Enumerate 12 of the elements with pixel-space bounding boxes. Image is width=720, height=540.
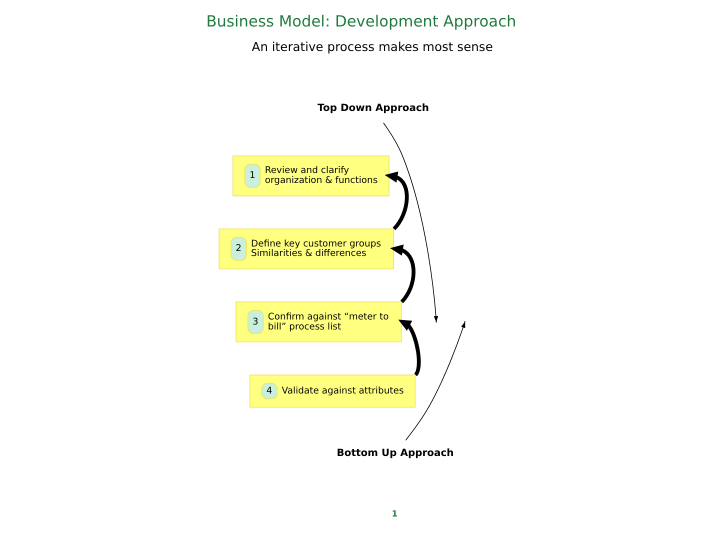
arrow [398,320,421,376]
node-box: 4 Validate against attributes [249,374,416,408]
label: Top Down Approach [318,102,430,114]
arrow [384,172,409,230]
label: 1 [392,508,398,518]
node-box: 2 Define key customer groups Similarities & differences [218,228,394,270]
label: An iterative process makes most sense [252,40,493,54]
diagram-title: Business Model: Development Approach [206,12,516,31]
arrow [390,244,416,304]
node-box: 1 Review and clarify organization & functions [232,155,390,196]
node-box: 3 Confirm against “meter to bill” process list [236,302,402,342]
label: Bottom Up Approach [336,448,454,459]
